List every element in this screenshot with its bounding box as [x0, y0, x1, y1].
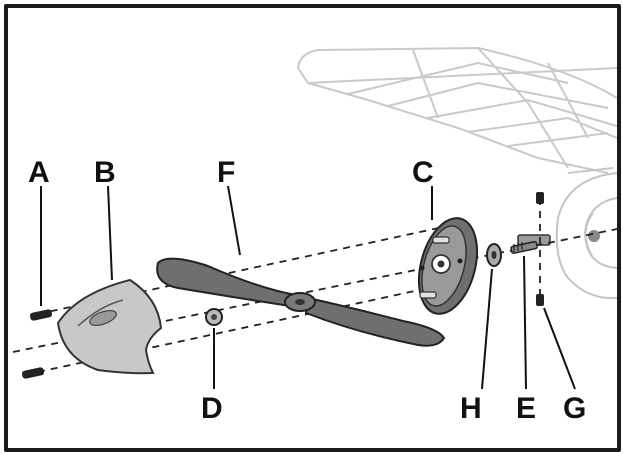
label-b: B — [94, 156, 116, 189]
screw-a-lower — [21, 367, 45, 379]
prop-adapter-plate — [417, 217, 479, 315]
wing-outline — [297, 46, 617, 174]
label-c: C — [412, 156, 434, 189]
label-d: D — [201, 392, 223, 425]
label-h: H — [460, 392, 482, 425]
motor-shaft — [517, 230, 600, 246]
prop-nut — [205, 308, 223, 326]
label-f: F — [217, 156, 235, 189]
washer — [486, 243, 502, 267]
screw-a-upper — [29, 309, 53, 321]
set-screws — [536, 192, 544, 306]
propeller — [156, 257, 446, 347]
motor-cowl — [555, 172, 617, 300]
label-e: E — [516, 392, 536, 425]
diagram-frame: A B F C D H E G — [4, 4, 621, 452]
assembly-diagram: A B F C D H E G — [12, 46, 617, 425]
leader-lines — [40, 185, 576, 390]
label-a: A — [28, 156, 50, 189]
collet-bolt — [510, 240, 538, 254]
spinner-cone — [56, 278, 163, 375]
label-g: G — [563, 392, 586, 425]
